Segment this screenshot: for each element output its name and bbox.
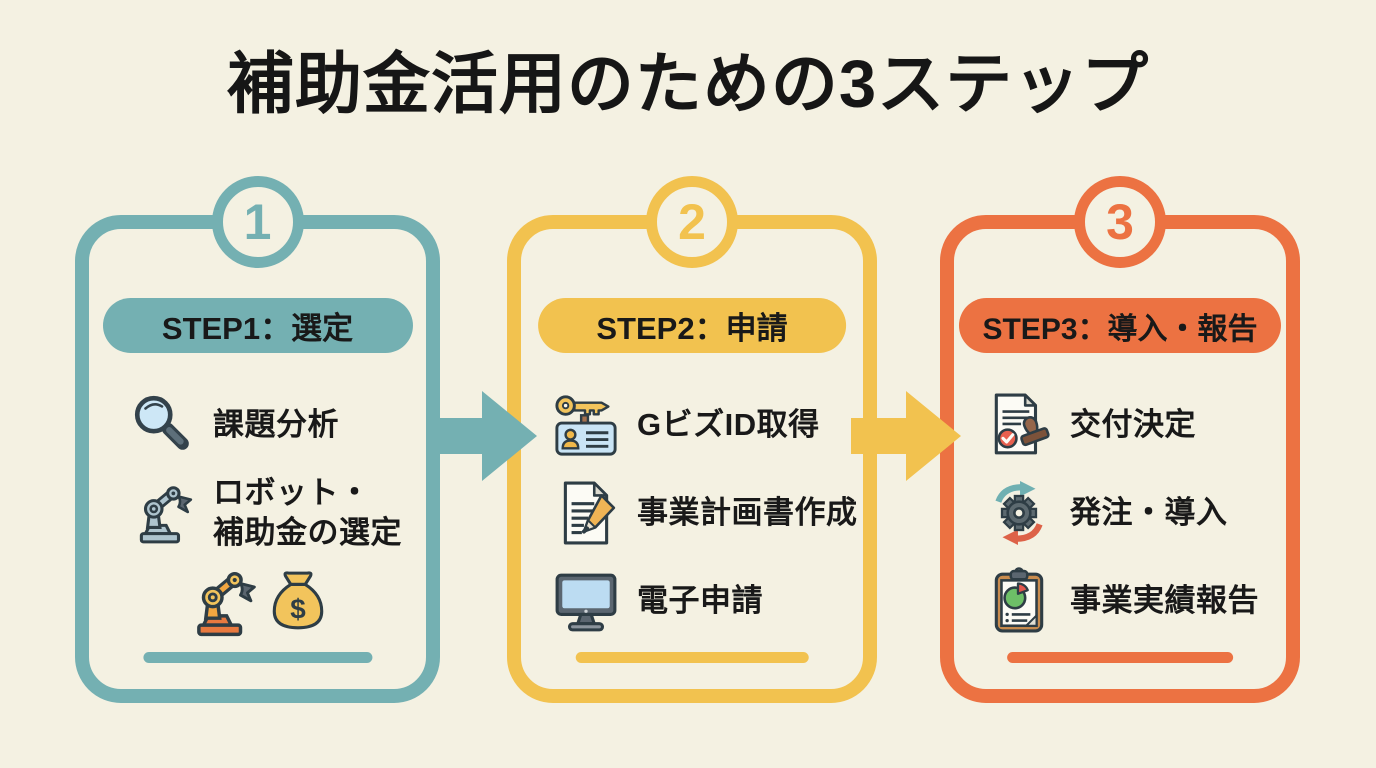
step-item: GビズID取得 [521,381,863,469]
step-item-label: 課題分析 [213,406,339,442]
document-pencil-icon [553,477,619,549]
step-item-label: 事業計画書作成 [637,494,858,530]
step1-card: 1 STEP1：選定 課題分析 [75,176,440,703]
step3-header: STEP3：導入・報告 [958,298,1282,353]
step2-card: 2 STEP2：申請 [507,176,877,703]
step-item: 事業実績報告 [954,557,1286,645]
step3-items: 交付決定 [954,381,1286,645]
stamp-approval-icon [986,389,1052,461]
step-item: 発注・導入 [954,469,1286,557]
step-item: 交付決定 [954,381,1286,469]
step2-header: STEP2：申請 [538,298,846,353]
card-underline [1007,652,1233,663]
computer-monitor-icon [553,565,619,637]
magnifier-icon [129,389,195,461]
step1-number-badge: 1 [211,176,304,268]
step-item-label: 発注・導入 [1070,494,1228,530]
step1-header: STEP1：選定 [102,298,413,353]
step-item: 事業計画書作成 [521,469,863,557]
step-item-label: 事業実績報告 [1070,582,1259,618]
svg-text:$: $ [290,594,306,625]
gear-cycle-icon [986,477,1052,549]
card-underline [575,652,809,663]
robot-arm-icon [129,477,195,549]
money-bag-icon: $ [265,569,331,647]
step-item-label: ロボット・ 補助金の選定 [213,474,402,550]
step1-items: 課題分析 ロボッ [89,381,426,557]
clipboard-report-icon [986,565,1052,637]
step1-number: 1 [243,194,272,250]
step2-items: GビズID取得 [521,381,863,645]
step3-number-badge: 3 [1074,176,1166,268]
step1-decoration: $ [89,565,426,647]
step-item-label: 電子申請 [637,582,763,618]
card-underline [142,652,373,663]
step-item-label: 交付決定 [1070,406,1196,442]
step-item: 課題分析 [89,381,426,469]
step-item: ロボット・ 補助金の選定 [89,469,426,557]
step2-number-badge: 2 [646,176,738,268]
key-id-card-icon [553,389,619,461]
page-title: 補助金活用のための3ステップ [226,47,1150,122]
step3-number: 3 [1106,194,1134,250]
step-item-label: GビズID取得 [637,406,820,442]
step2-number: 2 [678,194,706,250]
step-item: 電子申請 [521,557,863,645]
step3-card: 3 STEP3：導入・報告 [940,176,1300,703]
robot-arm-orange-icon [185,565,259,647]
